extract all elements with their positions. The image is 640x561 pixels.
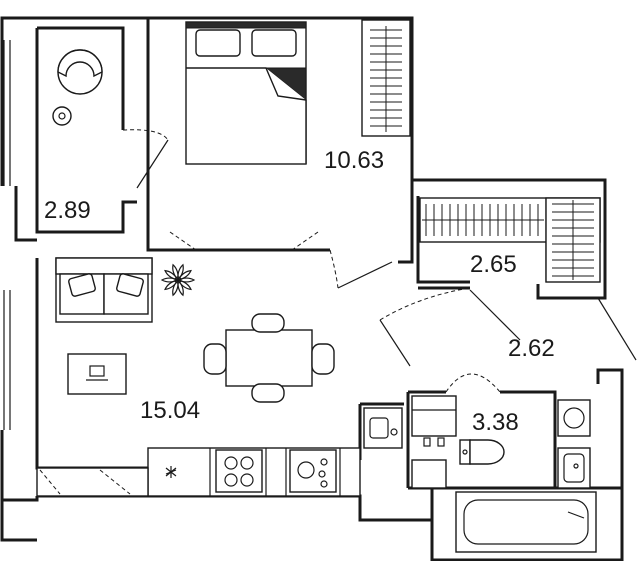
storage-area-label: 2.65 — [470, 251, 517, 278]
bed-icon — [185, 21, 307, 165]
tv-icon — [67, 353, 127, 395]
balcony-counter — [36, 467, 149, 497]
bathroom-area-label: 3.38 — [472, 409, 519, 436]
plant-icon — [160, 263, 196, 297]
doors — [122, 129, 637, 393]
kitchen-sink-icon — [363, 407, 403, 449]
sink-icon — [289, 449, 337, 493]
plant-leaf — [160, 277, 179, 283]
sofa-icon — [55, 257, 153, 323]
dining-table-icon — [203, 313, 335, 403]
stove-icon — [215, 449, 263, 493]
bedroom-area-label: 10.63 — [324, 147, 384, 174]
living-kitchen-area-label: 15.04 — [140, 397, 200, 424]
plant-leaf — [177, 277, 196, 283]
washing-machine — [411, 395, 457, 489]
wardrobe-icon — [361, 19, 411, 137]
plant-leaf — [177, 269, 192, 281]
toilet-icon — [459, 439, 505, 465]
armchair-icon — [52, 49, 103, 126]
hall-area-label: 2.62 — [508, 335, 555, 362]
storage-shelves — [419, 197, 601, 283]
washbasin-icon — [557, 399, 591, 489]
area-labels: 10.63 2.89 2.65 2.62 3.38 15.04 — [44, 147, 555, 436]
balcony-area-label: 2.89 — [44, 197, 91, 224]
bathtub-icon — [455, 491, 597, 553]
